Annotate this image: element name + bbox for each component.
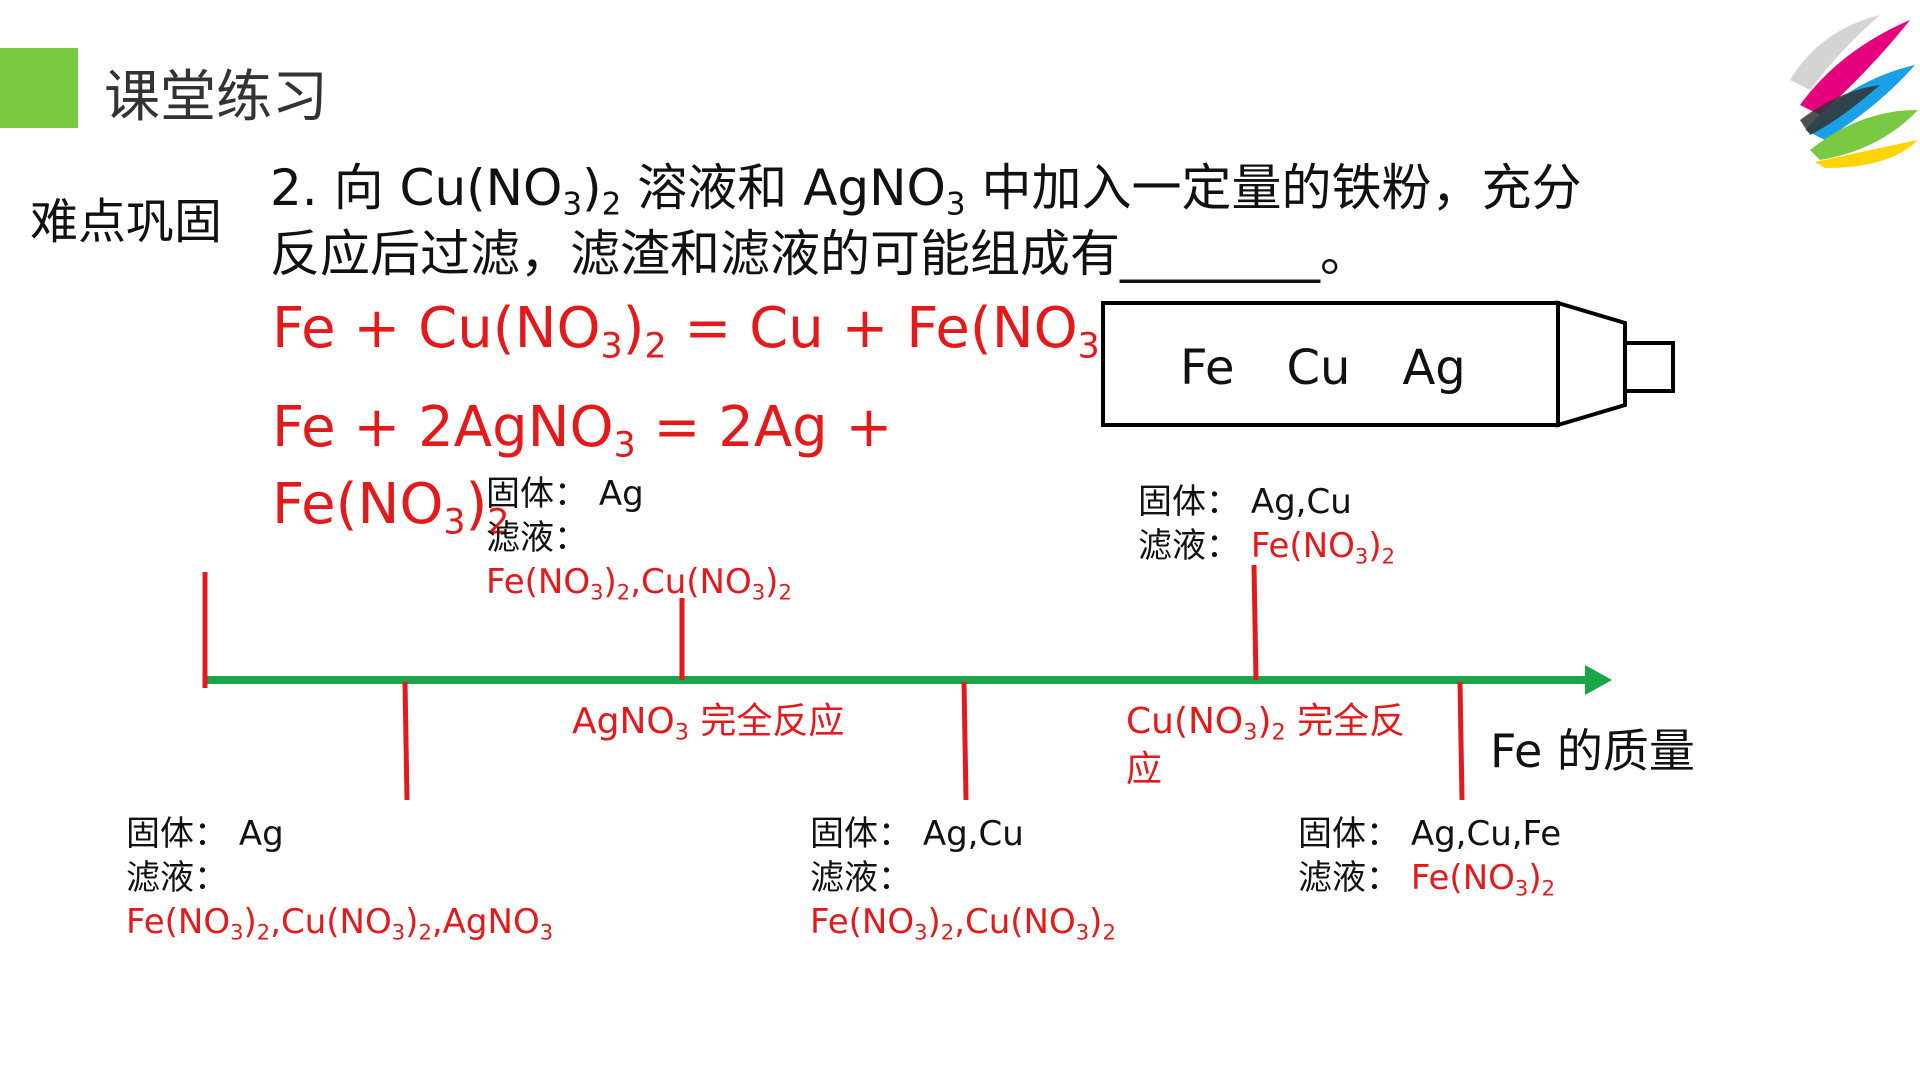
equation-2: Fe + 2AgNO3 = 2Ag + [272, 395, 893, 466]
state-5: 固体： Ag,Cu,Fe 滤液： Fe(NO3)2 [1298, 814, 1562, 901]
metal-fe: Fe [1180, 340, 1235, 396]
agno3-complete-label: AgNO3 完全反应 [572, 701, 845, 746]
cuno3-complete-label: Cu(NO3)2 完全反应 [1126, 701, 1406, 790]
formula-agno3: AgNO3 [803, 159, 966, 223]
state-4: 固体： Ag,Cu 滤液： Fe(NO3)2 [1138, 482, 1395, 569]
state-3: 固体： Ag,Cu 滤液： Fe(NO3)2,Cu(NO3)2 [810, 814, 1116, 945]
metal-cu: Cu [1286, 340, 1351, 396]
axis-label: Fe 的质量 [1490, 724, 1695, 778]
tube-metals: Fe Cu Ag [1180, 340, 1466, 396]
test-tube-diagram [1101, 300, 1675, 428]
answer-blank: ________ [1120, 225, 1320, 283]
state-1: 固体： Ag 滤液： Fe(NO3)2,Cu(NO3)2,AgNO3 [126, 814, 554, 945]
title-accent-block [0, 48, 78, 128]
question-part: 溶液和 [637, 159, 788, 217]
question-part: 向 [333, 159, 384, 217]
question-end: 。 [1320, 225, 1370, 283]
question-number: 2. [270, 159, 318, 217]
question-text: 2. 向 Cu(NO3)2 溶液和 AgNO3 中加入一定量的铁粉，充分反应后过… [270, 155, 1600, 287]
equation-1: Fe + Cu(NO3)2 = Cu + Fe(NO3) [272, 296, 1122, 367]
section-label: 难点巩固 [30, 194, 223, 250]
question-part: 中加入一定量的铁粉，充分反应后过滤，滤渣和滤液的可能组成有 [270, 159, 1582, 283]
equation-2-continued: Fe(NO3)2 [272, 472, 510, 543]
logo-icon [1790, 15, 1918, 168]
formula-cuno3: Cu(NO3)2 [399, 159, 622, 223]
state-2: 固体： Ag 滤液： Fe(NO3)2,Cu(NO3)2 [486, 474, 792, 605]
page-title: 课堂练习 [104, 65, 328, 130]
metal-ag: Ag [1402, 340, 1466, 396]
